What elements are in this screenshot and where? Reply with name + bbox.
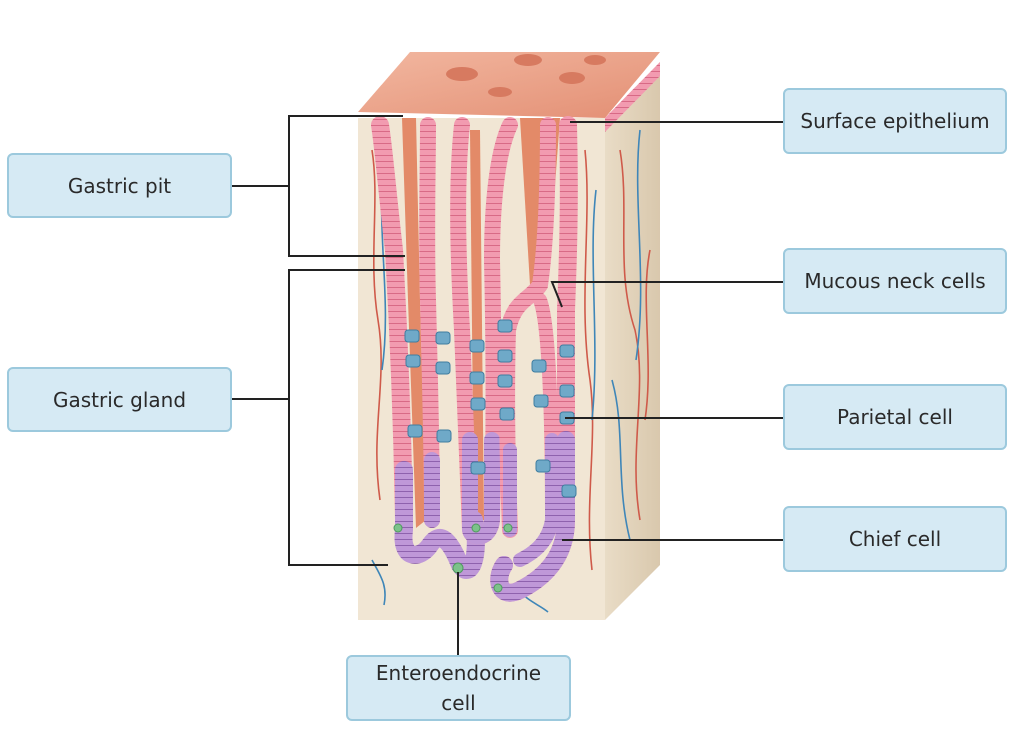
surface-epithelium-label: Surface epithelium <box>783 88 1007 154</box>
enteroendocrine-text-line2: cell <box>441 691 476 715</box>
gastric-gland-label: Gastric gland <box>7 367 232 432</box>
pit-opening <box>488 87 512 97</box>
parietal-cell-label: Parietal cell <box>783 384 1007 450</box>
surface-epithelium-text: Surface epithelium <box>800 109 990 133</box>
mucosal-surface <box>358 52 660 118</box>
parietal-cells <box>404 319 577 498</box>
chief-cell-label: Chief cell <box>783 506 1007 572</box>
block-side-face <box>605 62 660 620</box>
mucous-neck-cells-text: Mucous neck cells <box>804 269 986 293</box>
enteroendocrine-cell-label: Enteroendocrine cell <box>346 655 571 721</box>
mucous-neck-leader <box>550 281 783 308</box>
parietal-cell-text: Parietal cell <box>837 405 953 429</box>
blood-vessels <box>371 129 651 613</box>
pit-opening <box>559 72 585 84</box>
leader-lines <box>232 115 783 655</box>
enteroendocrine-text-line1: Enteroendocrine <box>375 661 542 685</box>
gastric-pit-label: Gastric pit <box>7 153 232 218</box>
gastric-gland-bracket <box>288 269 405 566</box>
surface-epithelium-band <box>605 62 660 132</box>
chief-cell-text: Chief cell <box>848 527 942 551</box>
pit-opening <box>584 55 606 65</box>
gastric-gland-text: Gastric gland <box>52 387 187 412</box>
gastric-pit-text: Gastric pit <box>67 173 172 198</box>
pit-opening <box>514 54 542 66</box>
mucous-neck-cells-label: Mucous neck cells <box>783 248 1007 314</box>
enteroendocrine-cells <box>393 523 513 593</box>
pit-opening <box>446 67 478 81</box>
